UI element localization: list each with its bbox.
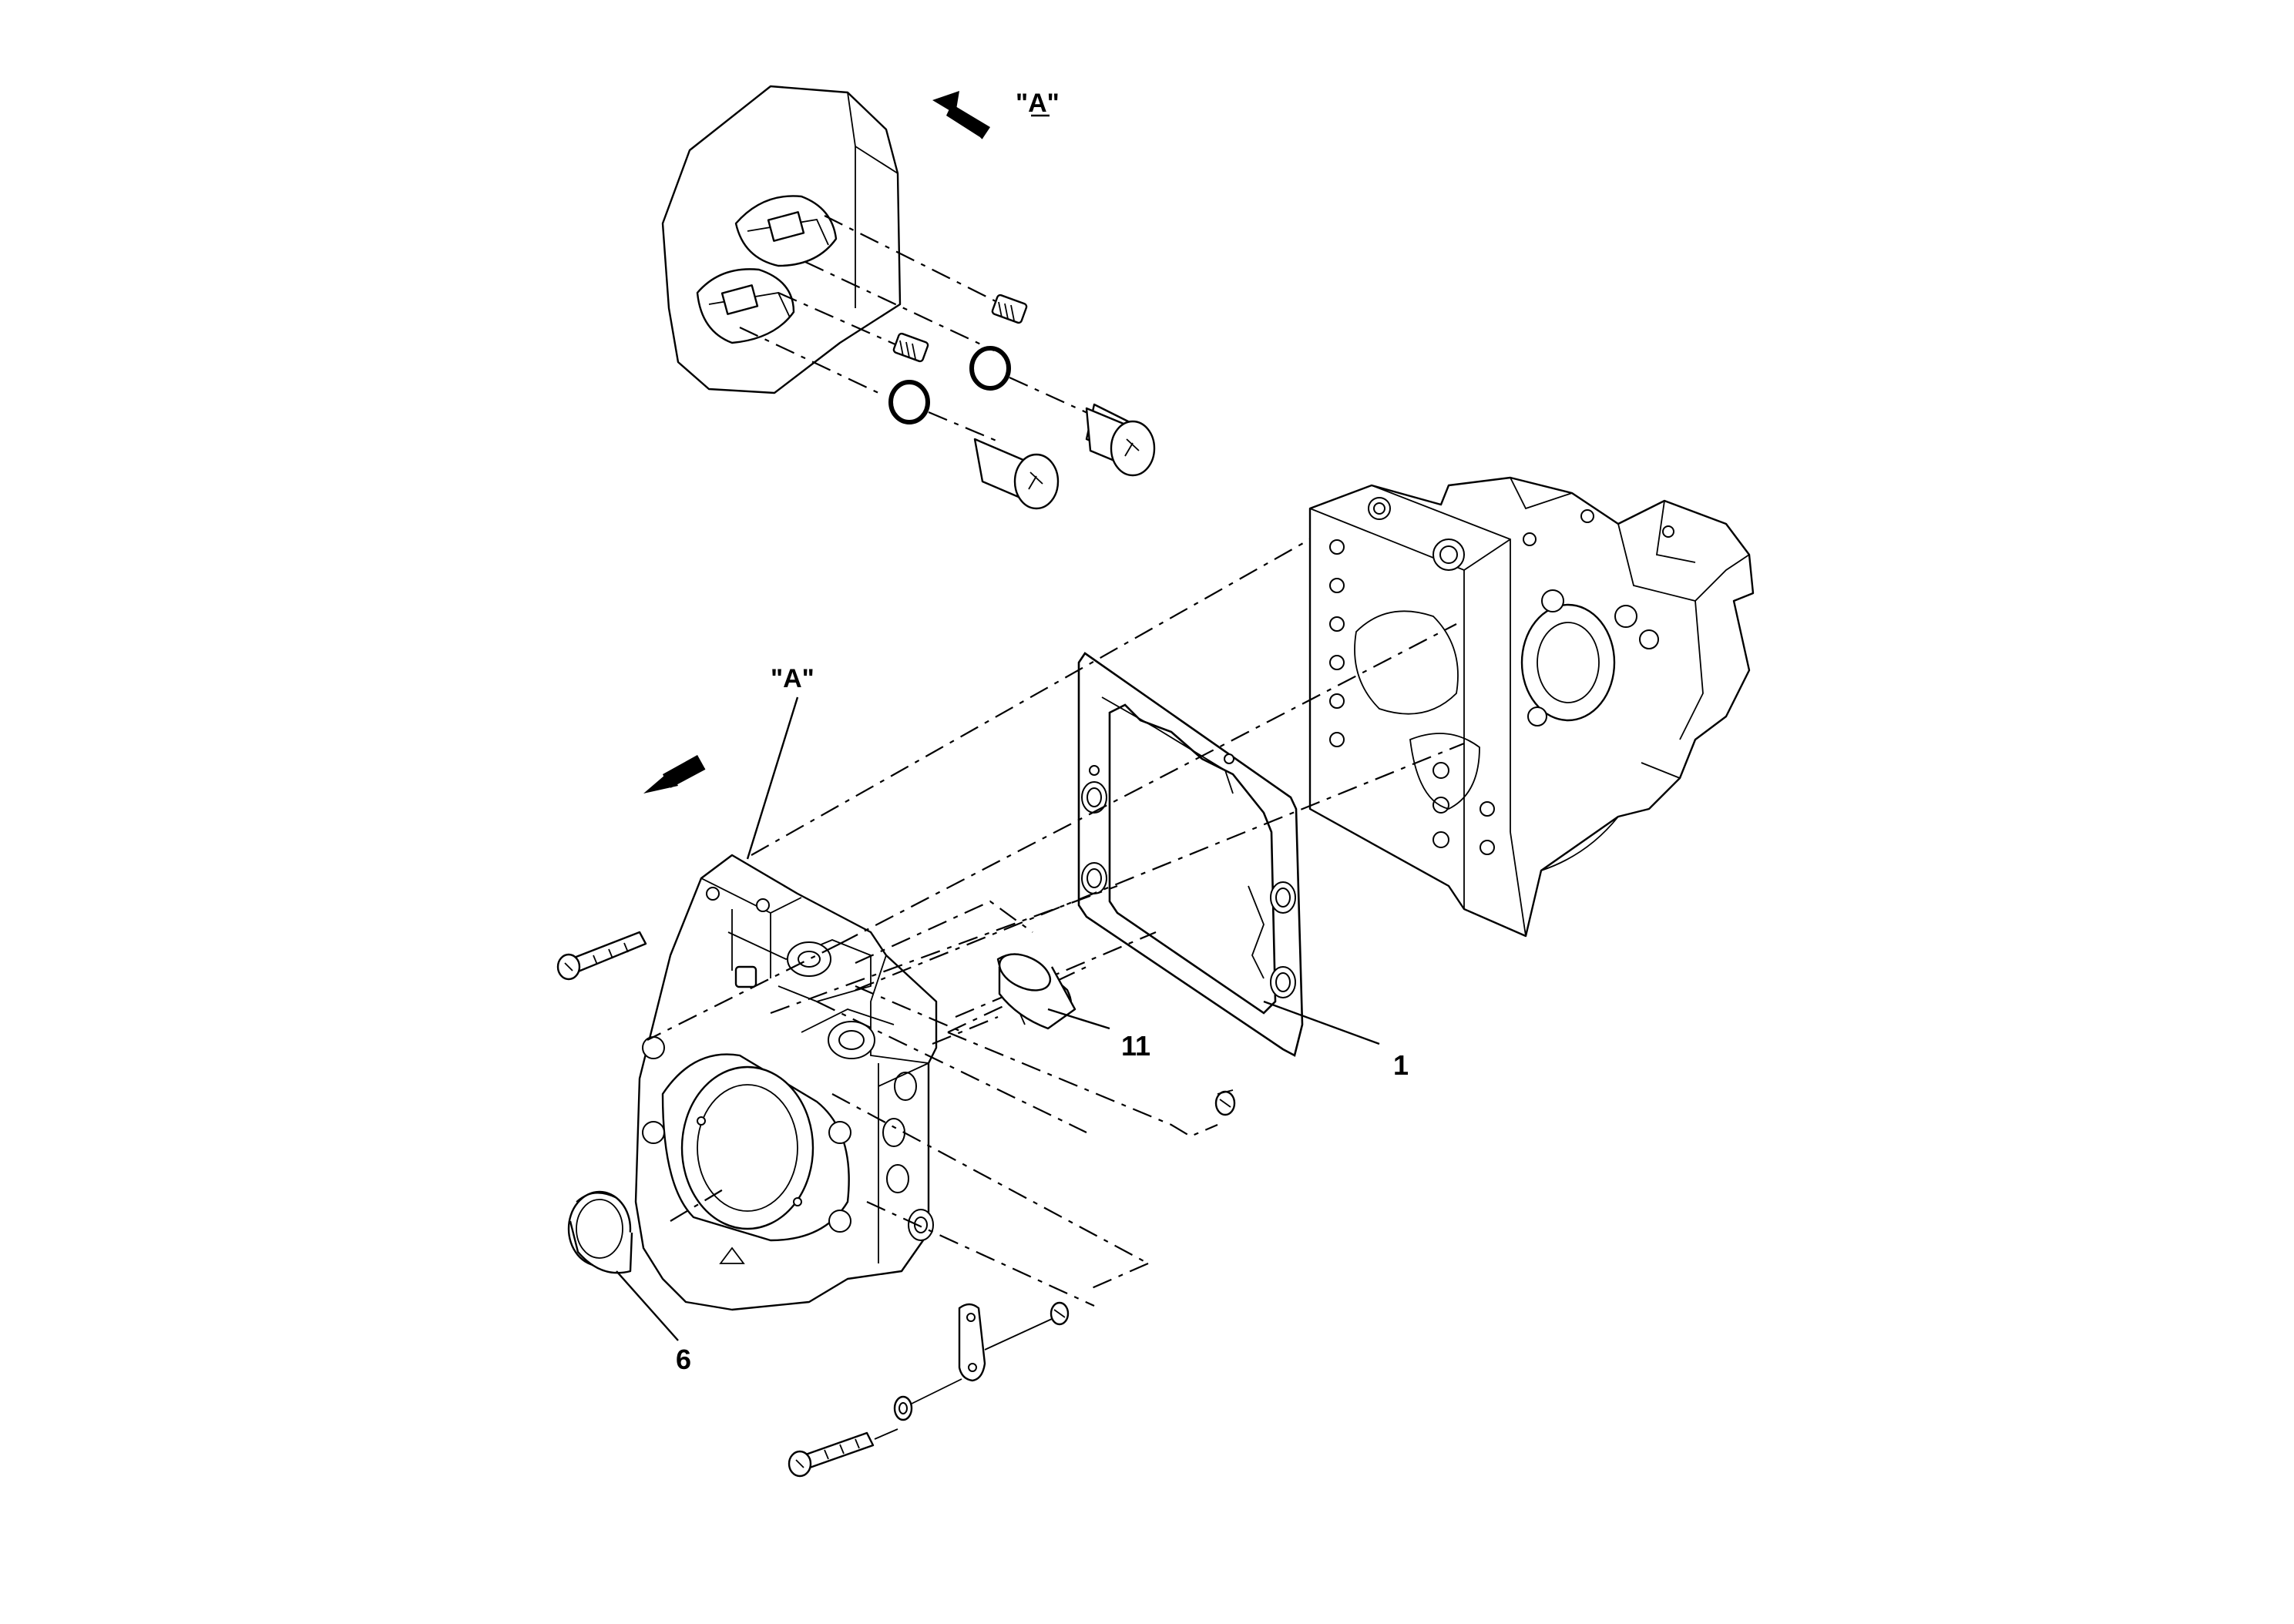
plug bbox=[1085, 403, 1156, 477]
set-screw bbox=[892, 332, 929, 363]
view-label: "A" bbox=[771, 664, 814, 693]
detail-view-label: "A" bbox=[1016, 89, 1060, 118]
bushing bbox=[996, 953, 1076, 1030]
o-ring bbox=[969, 346, 1011, 391]
end-cover bbox=[634, 854, 938, 1311]
callout-6: 6 bbox=[676, 1344, 691, 1375]
small-plug bbox=[1214, 1089, 1236, 1116]
pump-housing bbox=[1308, 476, 1755, 938]
callout-11: 11 bbox=[1121, 1030, 1150, 1062]
set-screw bbox=[991, 294, 1028, 324]
gasket bbox=[1077, 652, 1304, 1057]
plug bbox=[973, 438, 1060, 510]
detail-view-a: "A" bbox=[661, 85, 1156, 510]
o-ring bbox=[888, 380, 930, 424]
cap-screw bbox=[556, 931, 647, 981]
ring-seal bbox=[567, 1190, 633, 1274]
view-arrow-icon bbox=[643, 755, 706, 794]
small-plug bbox=[1050, 1301, 1070, 1326]
cap-screw bbox=[788, 1431, 875, 1478]
callout-1: 1 bbox=[1393, 1049, 1409, 1081]
view-arrow-icon bbox=[932, 91, 990, 139]
bracket-plate bbox=[958, 1303, 986, 1382]
washer bbox=[893, 1395, 913, 1421]
